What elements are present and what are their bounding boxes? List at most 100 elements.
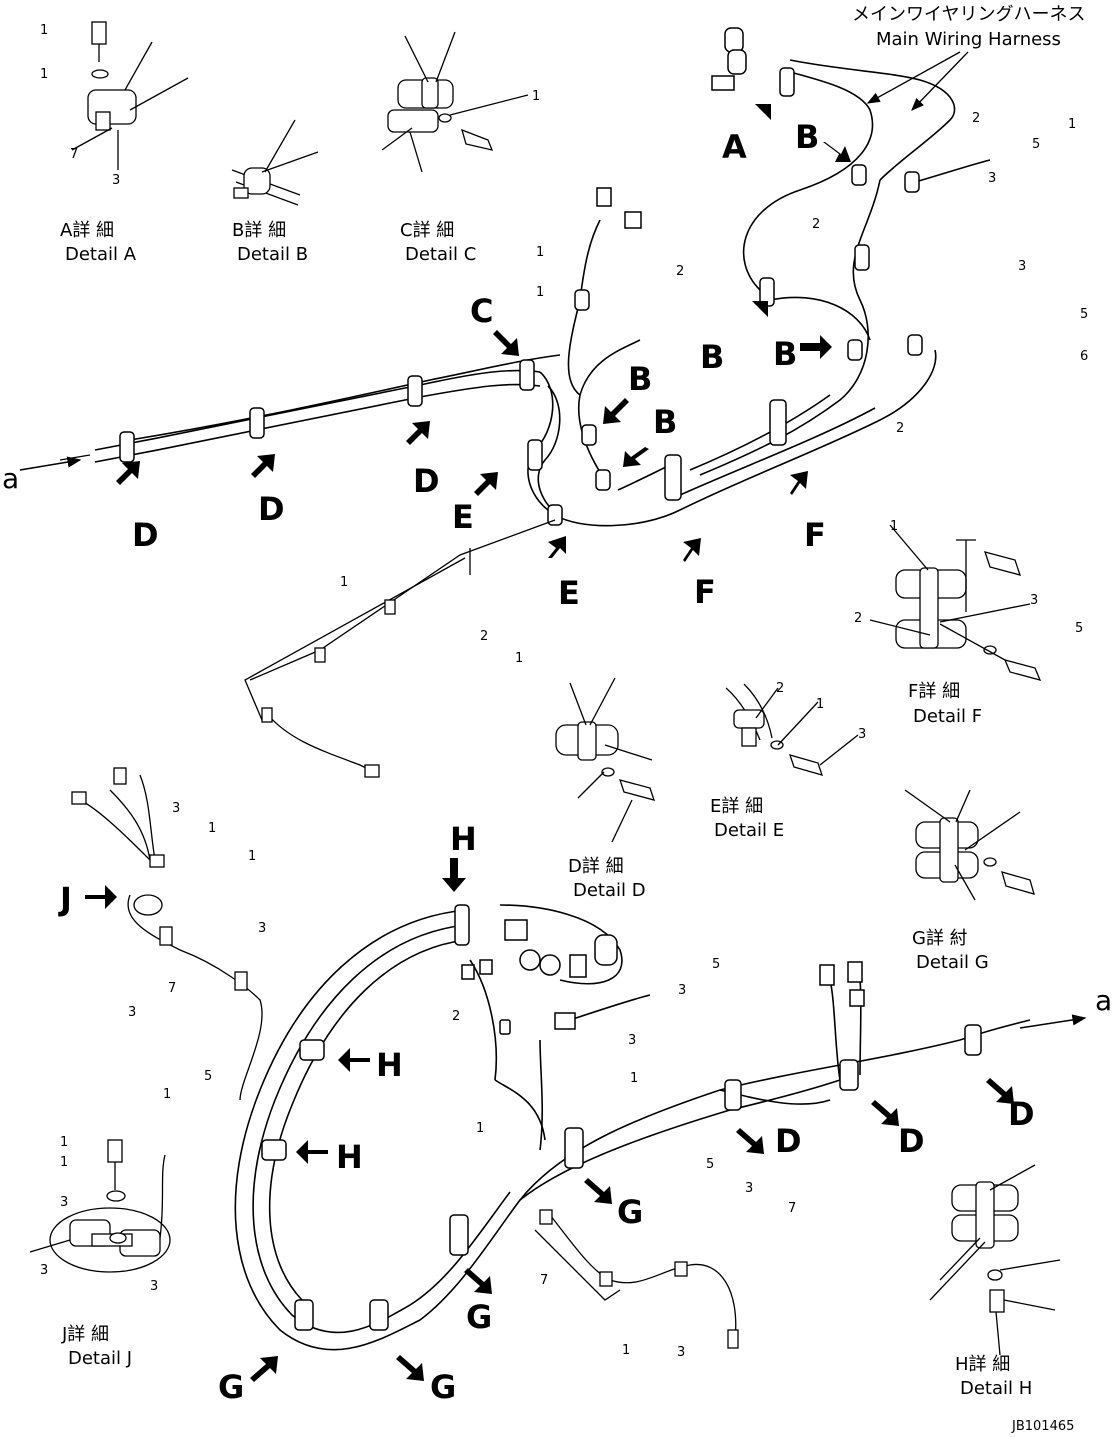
view-letter-h-2: H [376, 1046, 403, 1084]
detail-a-drawing [71, 21, 189, 170]
detail-f-caption-en: Detail F [913, 706, 982, 727]
view-letter-d-5: D [898, 1122, 925, 1160]
ref-1-q: 1 [60, 1135, 68, 1150]
view-letter-e-2: E [558, 574, 580, 612]
drawing-number: JB101465 [1011, 1419, 1074, 1434]
top-connectors [596, 27, 747, 229]
ref-3-b: 3 [988, 171, 996, 186]
harness-label-en: Main Wiring Harness [876, 29, 1061, 50]
view-letter-h-3: H [336, 1138, 363, 1176]
detail-d-caption-jp: D詳 細 [568, 856, 624, 877]
ref-2-e: 2 [480, 629, 488, 644]
ref-3-n: 3 [40, 1263, 48, 1278]
view-letter-f-1: F [694, 573, 716, 611]
detail-b-caption-en: Detail B [237, 244, 308, 265]
ref-5-b: 5 [1080, 307, 1088, 322]
connection-arrows [19, 456, 1087, 1029]
ref-3-c: 3 [1018, 259, 1026, 274]
view-letter-j: J [58, 880, 72, 918]
detail-d-caption-en: Detail D [573, 880, 646, 901]
upper-stay-lead [244, 519, 556, 778]
ref-1-l: 1 [248, 849, 256, 864]
ref-1-r: 1 [60, 1155, 68, 1170]
ref-7-b: 7 [168, 981, 176, 996]
ref-3-a: 3 [112, 173, 120, 188]
ref-2-h: 2 [452, 1009, 460, 1024]
detail-c-drawing [381, 31, 529, 173]
upper-clamps [119, 67, 923, 526]
ref-7-a: 7 [70, 147, 78, 162]
part-reference-numbers: 1 1 7 3 1 2 1 5 3 3 2 2 5 6 2 1 1 1 2 1 … [40, 23, 1088, 1360]
ref-5-c: 5 [1075, 621, 1083, 636]
ref-1-f: 1 [536, 285, 544, 300]
ref-1-b: 1 [40, 67, 48, 82]
ref-1-g: 1 [340, 575, 348, 590]
view-letter-b-5: B [653, 403, 677, 441]
ref-3-k: 3 [745, 1181, 753, 1196]
ref-3-o: 3 [150, 1279, 158, 1294]
detail-c-caption-en: Detail C [405, 244, 476, 265]
j-region-lead [71, 767, 263, 1101]
lower-connectors [461, 919, 865, 1030]
ref-7-d: 7 [540, 1273, 548, 1288]
detail-b-caption-jp: B詳 細 [232, 220, 286, 241]
ref-1-h: 1 [515, 651, 523, 666]
lower-clamps [261, 904, 982, 1331]
view-letter-d-1: D [132, 516, 159, 554]
ref-1-j: 1 [816, 697, 824, 712]
view-letter-b-3: B [773, 335, 797, 373]
view-letter-labels: A B B B B B C D D D E E F F H H H J D D … [58, 118, 1035, 1406]
view-letter-d-2: D [258, 490, 285, 528]
upper-harness-assembly [59, 59, 991, 527]
view-letter-a: A [722, 128, 747, 166]
ref-1-n: 1 [630, 1071, 638, 1086]
view-letter-b-2: B [700, 338, 724, 376]
detail-j-caption-jp: J詳 細 [61, 1324, 109, 1345]
ground-lead [534, 1209, 739, 1349]
view-letter-b-4: B [628, 360, 652, 398]
view-letter-b-1: B [795, 118, 819, 156]
ref-5-f: 5 [706, 1157, 714, 1172]
harness-title: メインワイヤリングハーネス Main Wiring Harness [852, 4, 1085, 111]
view-letter-d-4: D [775, 1122, 802, 1160]
detail-captions: A詳 細 Detail A B詳 細 Detail B C詳 細 Detail … [60, 220, 1032, 1399]
view-letter-g-3: G [218, 1368, 244, 1406]
view-letter-c: C [470, 292, 493, 330]
detail-c-caption-jp: C詳 細 [400, 220, 454, 241]
ref-2-c: 2 [812, 217, 820, 232]
ref-3-g: 3 [258, 921, 266, 936]
ref-1-p: 1 [622, 1343, 630, 1358]
ref-3-l: 3 [677, 1345, 685, 1360]
ref-3-e: 3 [858, 727, 866, 742]
detail-h-caption-en: Detail H [960, 1378, 1032, 1399]
ref-2-b: 2 [676, 264, 684, 279]
detail-d-drawing [555, 677, 655, 843]
ref-3-i: 3 [628, 1033, 636, 1048]
detail-e-caption-jp: E詳 細 [710, 796, 763, 817]
detail-e-caption-en: Detail E [714, 820, 784, 841]
view-letter-e-1: E [452, 498, 474, 536]
ref-1-o: 1 [476, 1121, 484, 1136]
detail-f-drawing [869, 524, 1042, 681]
detail-g-drawing [904, 789, 1035, 901]
view-letter-g-1: G [617, 1193, 643, 1231]
ref-1-m: 1 [163, 1087, 171, 1102]
view-letter-h-1: H [450, 820, 477, 858]
ref-3-j: 3 [678, 983, 686, 998]
ref-2-d: 2 [896, 421, 904, 436]
ref-2-g: 2 [776, 681, 784, 696]
ref-1-e: 1 [536, 245, 544, 260]
ref-3-d: 3 [1030, 593, 1038, 608]
ref-2-f: 2 [854, 611, 862, 626]
detail-g-caption-en: Detail G [916, 952, 989, 973]
connection-label-right: a [1095, 984, 1112, 1017]
ref-1-i: 1 [890, 519, 898, 534]
ref-6-a: 6 [1080, 349, 1088, 364]
ref-1-d: 1 [1068, 117, 1076, 132]
view-arrows [85, 104, 1014, 1382]
ref-3-f: 3 [172, 801, 180, 816]
ref-5-e: 5 [712, 957, 720, 972]
detail-e-drawing [725, 683, 859, 776]
connection-label-left: a [2, 462, 19, 495]
